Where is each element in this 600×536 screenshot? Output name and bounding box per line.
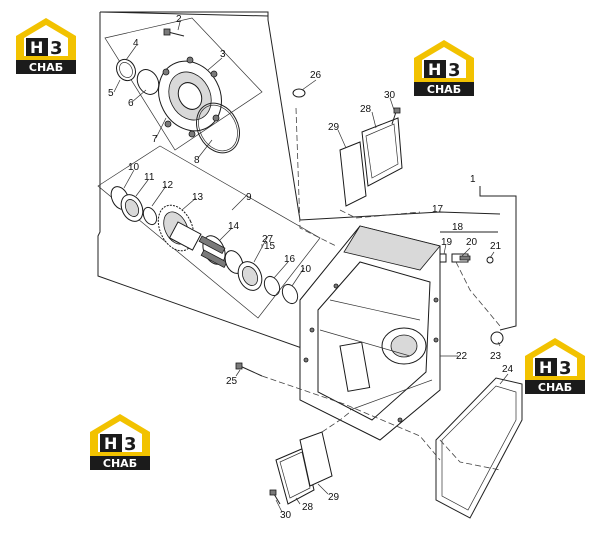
callout-21: 21: [490, 241, 502, 252]
callout-11: 11: [144, 172, 155, 183]
part-2-bolt: [163, 28, 185, 37]
part-23-plug: [490, 331, 504, 345]
logo-label-bar: [414, 82, 474, 96]
callout-1: 1: [470, 174, 476, 185]
leader-17: [299, 211, 501, 221]
logo-h-block: [26, 38, 48, 56]
part-20-sensor: [451, 253, 471, 263]
logo-digit: 3: [124, 434, 137, 455]
callout-28-bottom: 28: [302, 502, 314, 513]
part-8-oring: [196, 102, 240, 154]
part-25-bolt: [239, 365, 263, 377]
assembly-line-b: [339, 209, 421, 219]
part-29-gasket-top: [339, 141, 367, 207]
logo-label-text: СНАБ: [427, 83, 461, 96]
logo-label-bar: [525, 380, 585, 394]
logo-label-bar: [90, 456, 150, 470]
part-13-gear: [157, 204, 202, 252]
logo-digit: 3: [448, 60, 461, 81]
part-16-ring: [263, 275, 281, 297]
assembly-line-c: [261, 375, 441, 461]
callout-4: 4: [133, 38, 139, 49]
logo-label-text: СНАБ: [103, 457, 137, 470]
part-14-spline-hub: [198, 235, 244, 274]
part-6-ring: [136, 69, 160, 95]
logo-h-block: [424, 60, 446, 78]
callout-29-top: 29: [328, 122, 340, 133]
box-group-9-frame: [97, 145, 321, 319]
part-28-cover-top: [361, 117, 403, 187]
callout-3: 3: [220, 49, 226, 60]
callout-16: 16: [284, 254, 296, 265]
leader-1b: [267, 12, 301, 221]
logo-h-letter: H: [428, 60, 441, 79]
callout-9: 9: [246, 192, 252, 203]
box-group-3-frame: [104, 17, 263, 151]
logo-h-letter: H: [539, 358, 552, 377]
callout-17: 17: [432, 204, 444, 215]
part-3-flange: [158, 56, 222, 138]
part-10b-ring: [281, 283, 299, 305]
callout-23: 23: [490, 351, 502, 362]
logo-h-letter: H: [104, 434, 117, 453]
callout-15: 15: [264, 241, 276, 252]
callout-7: 7: [152, 134, 158, 145]
callout-labels: 1 2 3 4 5 6 7 8 9 10 11 12 13 14 15 16 1…: [108, 14, 514, 521]
callout-25: 25: [226, 376, 238, 387]
callout-29-bottom: 29: [328, 492, 340, 503]
part-26-plug: [292, 88, 306, 98]
assembly-line-d: [321, 411, 351, 433]
assembly-line-f: [439, 439, 501, 471]
callout-13: 13: [192, 192, 204, 203]
callout-19: 19: [441, 237, 453, 248]
callout-30-bottom: 30: [280, 510, 292, 521]
leaders: [113, 21, 509, 513]
callout-18: 18: [452, 222, 464, 233]
part-29-gasket-bottom: [299, 431, 333, 487]
logo-label-text: СНАБ: [538, 381, 572, 394]
assembly-line-a: [295, 107, 337, 247]
part-22-housing: [299, 225, 441, 441]
logo-label-text: СНАБ: [29, 61, 63, 74]
part-4-seal: [116, 58, 136, 82]
callout-6: 6: [128, 98, 134, 109]
part-30-bolt-top: [391, 111, 397, 125]
part-12-ring: [142, 206, 158, 226]
leader-1c: [479, 186, 517, 331]
callout-20: 20: [466, 237, 478, 248]
callout-27: 27: [262, 234, 274, 245]
callout-12: 12: [162, 180, 174, 191]
callout-26: 26: [310, 70, 322, 81]
leader-1: [97, 12, 331, 359]
callout-10: 10: [128, 162, 140, 173]
box-group-3: [99, 11, 269, 17]
assembly-line-e: [455, 261, 501, 327]
part-21-nut: [486, 256, 494, 264]
callout-8: 8: [194, 155, 200, 166]
callout-2: 2: [176, 14, 182, 25]
logo-digit: 3: [50, 38, 63, 59]
callout-22: 22: [456, 351, 468, 362]
logo-h-block: [535, 358, 557, 376]
callout-14: 14: [228, 221, 240, 232]
callout-5: 5: [108, 88, 114, 99]
callout-30-top: 30: [384, 90, 396, 101]
callout-24: 24: [502, 364, 514, 375]
logo-label-bar: [16, 60, 76, 74]
logo-h-letter: H: [30, 38, 43, 57]
callout-10b: 10: [300, 264, 312, 275]
part-30-bolt-bottom: [273, 493, 281, 505]
callout-28-top: 28: [360, 104, 372, 115]
part-24-gasket: [435, 377, 523, 519]
logo-digit: 3: [559, 358, 572, 379]
part-19-pin: [439, 253, 447, 263]
logo-h-block: [100, 434, 122, 452]
